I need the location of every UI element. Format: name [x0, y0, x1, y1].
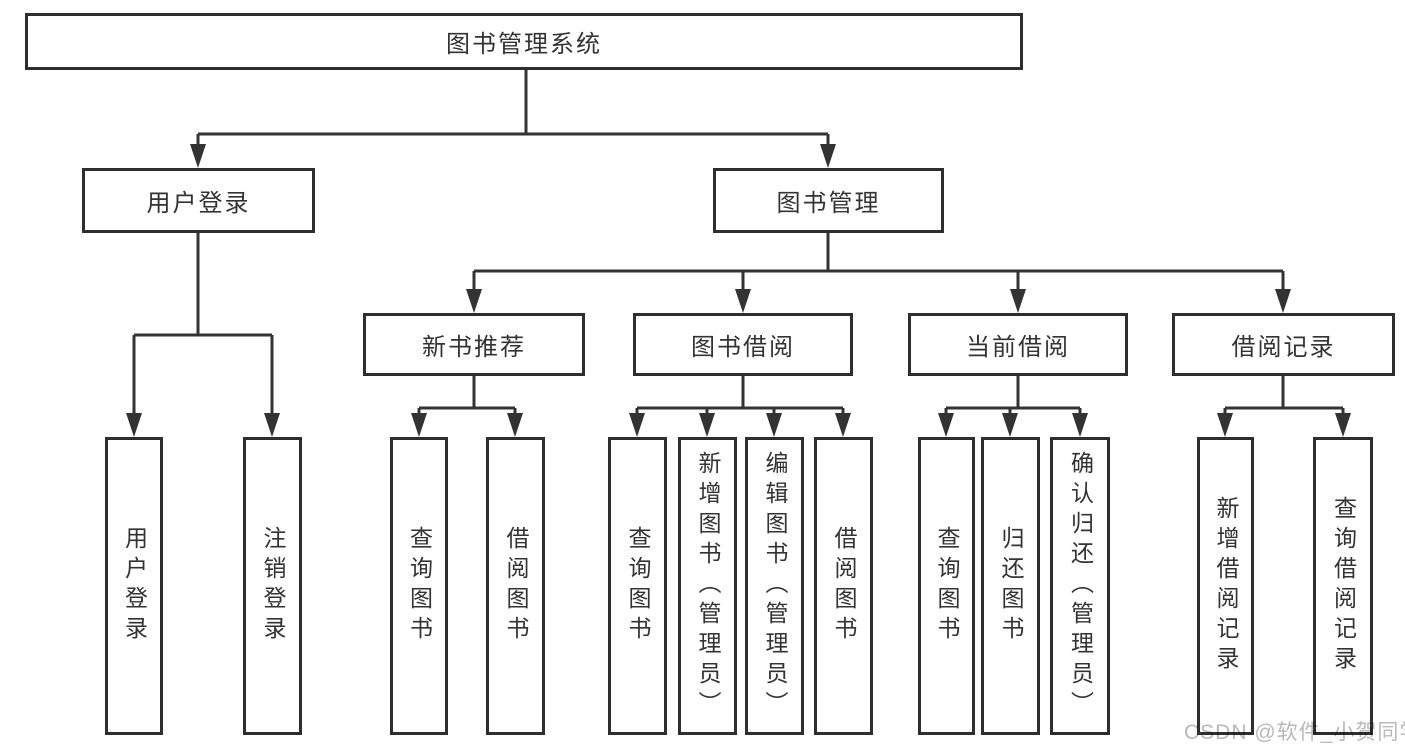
arrowheads [126, 144, 1351, 437]
leaf-borrow-books-recommend-label: 借阅图书 [503, 526, 529, 646]
node-current-borrowing: 当前借阅 [908, 313, 1128, 376]
node-borrowing-records: 借阅记录 [1172, 313, 1395, 376]
leaf-borrow-books-label: 借阅图书 [831, 526, 857, 646]
node-book-management: 图书管理 [713, 168, 944, 233]
leaf-query-books-borrow: 查询图书 [608, 437, 667, 735]
leaf-add-borrow-record-label: 新增借阅记录 [1213, 496, 1239, 676]
leaf-confirm-return-admin-label: 确认归还（管理员） [1067, 451, 1094, 721]
leaf-query-borrow-record: 查询借阅记录 [1313, 437, 1373, 735]
leaf-confirm-return-admin: 确认归还（管理员） [1050, 437, 1110, 735]
node-library-management-system: 图书管理系统 [25, 13, 1023, 70]
node-new-book-recommendation: 新书推荐 [363, 313, 585, 376]
leaf-query-books-recommend-label: 查询图书 [406, 526, 433, 646]
leaf-query-books-current: 查询图书 [918, 437, 975, 735]
leaf-return-books: 归还图书 [981, 437, 1040, 735]
node-book-borrowing: 图书借阅 [633, 313, 853, 376]
leaf-add-book-admin: 新增图书（管理员） [678, 437, 737, 735]
leaf-edit-book-admin-label: 编辑图书（管理员） [762, 451, 788, 721]
leaf-add-book-admin-label: 新增图书（管理员） [695, 451, 721, 721]
leaf-query-books-borrow-label: 查询图书 [625, 526, 651, 646]
leaf-borrow-books: 借阅图书 [814, 437, 873, 735]
leaf-return-books-label: 归还图书 [998, 526, 1024, 646]
leaf-edit-book-admin: 编辑图书（管理员） [745, 437, 804, 735]
leaf-query-books-recommend: 查询图书 [390, 437, 448, 735]
leaf-user-login: 用户登录 [105, 437, 163, 735]
leaf-borrow-books-recommend: 借阅图书 [486, 437, 545, 735]
leaf-add-borrow-record: 新增借阅记录 [1197, 437, 1254, 735]
csdn-watermark: CSDN @软件_小贺同学 [1184, 721, 1405, 744]
leaf-user-login-label: 用户登录 [121, 526, 148, 646]
leaf-logout: 注销登录 [243, 437, 302, 735]
node-user-login: 用户登录 [82, 168, 315, 233]
leaf-logout-label: 注销登录 [260, 526, 286, 646]
leaf-query-books-current-label: 查询图书 [934, 526, 960, 646]
leaf-query-borrow-record-label: 查询借阅记录 [1330, 496, 1357, 676]
